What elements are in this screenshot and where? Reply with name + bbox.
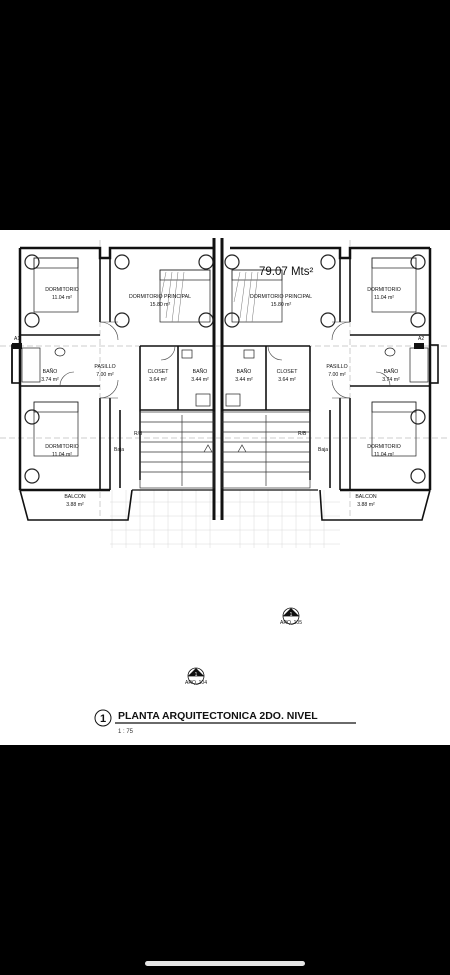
room-name-closet-r: CLOSET xyxy=(277,369,299,375)
room-area-principal-r: 15.80 m² xyxy=(271,302,292,308)
elev-number-1: 1 xyxy=(290,612,293,618)
room-name-principal-r: DORMITORIO PRINCIPAL xyxy=(250,294,312,300)
room-name-bano-cl: BAÑO xyxy=(193,368,208,375)
room-labels: DORMITORIO 11.04 m² DORMITORIO 11.04 m² … xyxy=(41,287,401,508)
room-name-dorm-br: DORMITORIO xyxy=(367,444,401,450)
stair-label-rb-right: R/B xyxy=(298,431,307,437)
room-area-bano-cr: 3.44 m² xyxy=(235,377,253,383)
room-name-closet-l: CLOSET xyxy=(148,369,170,375)
interior-walls-right xyxy=(222,258,439,490)
balconies xyxy=(19,489,431,521)
stair-label-baja-right: Baja xyxy=(318,447,328,453)
elevation-marker-arq-104: 1 ARQ_104 xyxy=(185,667,207,686)
floor-tile-grid xyxy=(110,490,340,548)
stairs xyxy=(139,411,311,489)
room-name-bano-r: BAÑO xyxy=(384,368,399,375)
room-name-balcon-r: BALCON xyxy=(355,494,377,500)
stair-labels: R/B Baja R/B Baja xyxy=(114,431,328,453)
room-name-pasillo-r: PASILLO xyxy=(326,364,347,370)
drawing-scale: 1 : 75 xyxy=(118,729,134,735)
room-area-closet-r: 3.64 m² xyxy=(278,377,296,383)
stair-label-baja-left: Baja xyxy=(114,447,124,453)
room-name-bano-l: BAÑO xyxy=(43,368,58,375)
room-name-dorm-bl: DORMITORIO xyxy=(45,444,79,450)
elev-sheet-2: ARQ_104 xyxy=(185,680,207,686)
room-area-closet-l: 3.64 m² xyxy=(149,377,167,383)
room-area-balcon-r: 3.88 m² xyxy=(357,502,375,508)
elevation-marker-arq-105: 1 ARQ_105 xyxy=(280,607,302,626)
furniture xyxy=(21,254,429,484)
title-block: 1 PLANTA ARQUITECTONICA 2DO. NIVEL 1 : 7… xyxy=(94,709,356,735)
room-name-balcon-l: BALCON xyxy=(64,494,86,500)
room-name-dorm-tl: DORMITORIO xyxy=(45,287,79,293)
room-name-dorm-tr: DORMITORIO xyxy=(367,287,401,293)
room-area-bano-cl: 3.44 m² xyxy=(191,377,209,383)
room-name-pasillo-l: PASILLO xyxy=(94,364,115,370)
room-area-bano-r: 3.74 m² xyxy=(382,377,400,383)
drawing-title: PLANTA ARQUITECTONICA 2DO. NIVEL xyxy=(118,710,318,722)
elev-sheet-1: ARQ_105 xyxy=(280,620,302,626)
room-area-dorm-br: 11.04 m² xyxy=(374,452,394,458)
room-area-dorm-tr: 11.04 m² xyxy=(374,295,394,301)
drawing-sheet: A1 A2 79.07 Mts² DORMITORIO 11.04 m² DOR… xyxy=(0,230,450,745)
room-name-bano-cr: BAÑO xyxy=(237,368,252,375)
party-wall xyxy=(212,238,224,520)
section-markers: A1 A2 xyxy=(12,336,424,349)
room-area-bano-l: 3.74 m² xyxy=(41,377,59,383)
marker-a1: A1 xyxy=(14,336,20,342)
room-area-pasillo-r: 7.00 m² xyxy=(328,372,346,378)
room-name-principal-l: DORMITORIO PRINCIPAL xyxy=(129,294,191,300)
room-area-pasillo-l: 7.00 m² xyxy=(96,372,114,378)
area-label: 79.07 Mts² xyxy=(259,266,313,278)
interior-walls-left xyxy=(11,258,214,490)
room-area-principal-l: 15.80 m² xyxy=(150,302,171,308)
door-swings xyxy=(59,321,391,399)
room-area-dorm-tl: 11.04 m² xyxy=(52,295,72,301)
room-area-balcon-l: 3.88 m² xyxy=(66,502,84,508)
elev-number-2: 1 xyxy=(195,672,198,678)
home-indicator[interactable] xyxy=(145,961,305,966)
hatch xyxy=(159,271,259,323)
room-area-dorm-bl: 11.04 m² xyxy=(52,452,72,458)
floor-plan: A1 A2 79.07 Mts² DORMITORIO 11.04 m² DOR… xyxy=(0,238,450,735)
stair-label-rb-left: R/B xyxy=(134,431,143,437)
title-number: 1 xyxy=(100,713,106,725)
exterior-walls xyxy=(18,246,432,492)
marker-a2: A2 xyxy=(418,336,424,342)
